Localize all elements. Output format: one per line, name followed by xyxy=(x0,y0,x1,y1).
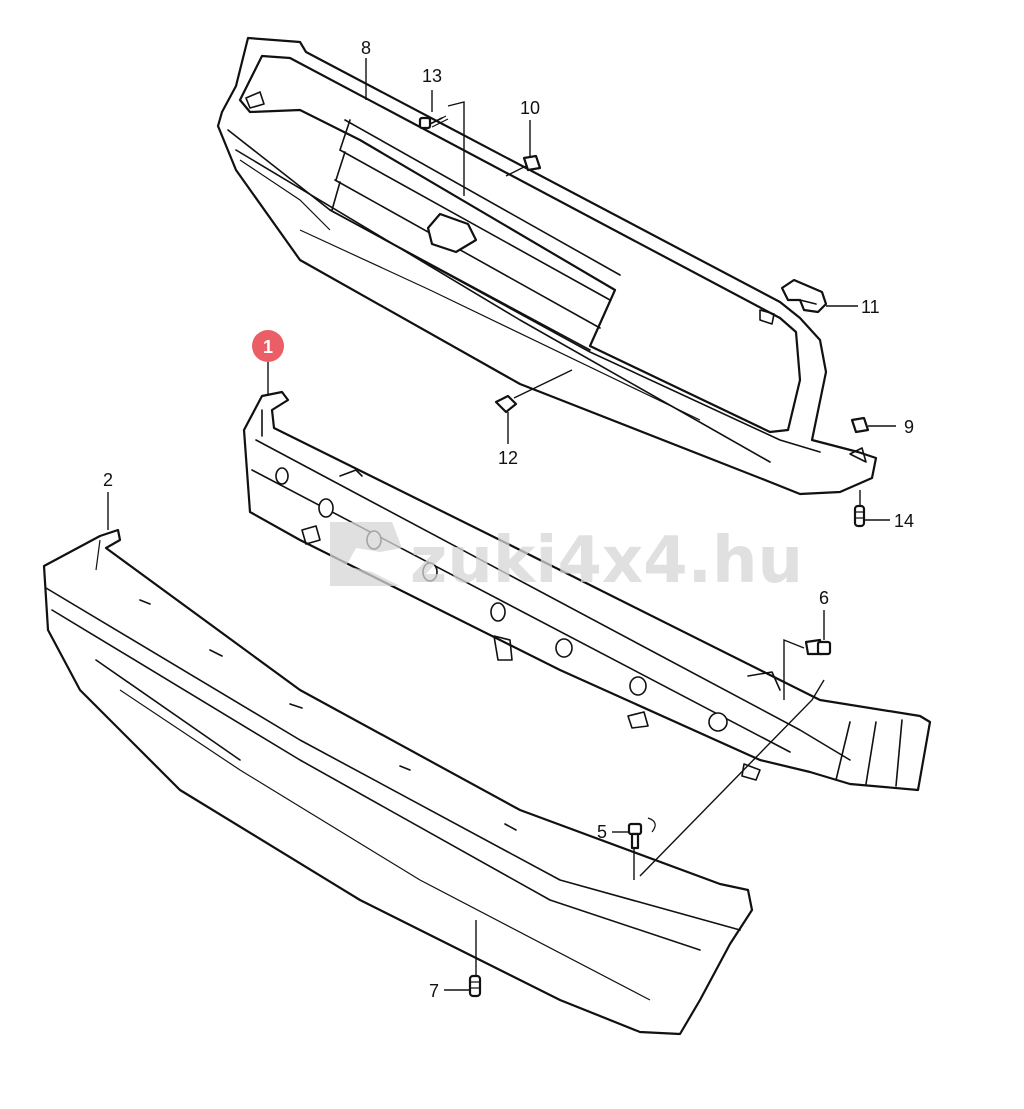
callout-9: 9 xyxy=(904,417,914,437)
callout-12: 12 xyxy=(498,448,518,468)
callout-1-highlight[interactable]: 1 xyxy=(252,330,284,362)
watermark-text: zuki4x4.hu xyxy=(410,524,803,598)
watermark-logo-icon xyxy=(330,522,402,586)
callout-1: 1 xyxy=(263,337,273,357)
watermark: zuki4x4.hu xyxy=(330,522,803,598)
callout-10: 10 xyxy=(520,98,540,118)
callout-8: 8 xyxy=(361,38,371,58)
callout-6: 6 xyxy=(819,588,829,608)
bracket-11[interactable] xyxy=(780,278,828,314)
callout-14: 14 xyxy=(894,511,914,531)
screw-7[interactable] xyxy=(468,974,482,998)
clip-12[interactable] xyxy=(494,394,518,414)
clip-10[interactable] xyxy=(522,154,542,172)
callout-5: 5 xyxy=(597,822,607,842)
callout-13: 13 xyxy=(422,66,442,86)
front-grille[interactable] xyxy=(216,36,878,496)
bolt-6[interactable] xyxy=(804,638,832,656)
callout-2: 2 xyxy=(103,470,113,490)
screw-14[interactable] xyxy=(853,504,866,528)
screw-13[interactable] xyxy=(418,115,449,130)
callout-labels: 8 13 10 11 9 12 14 2 6 5 7 1 xyxy=(103,38,914,1001)
bumper-cover[interactable] xyxy=(42,528,754,1036)
nut-9[interactable] xyxy=(850,416,870,434)
bolt-5[interactable] xyxy=(627,817,656,850)
callout-7: 7 xyxy=(429,981,439,1001)
callout-11: 11 xyxy=(861,297,880,317)
leader-lines xyxy=(107,58,896,991)
